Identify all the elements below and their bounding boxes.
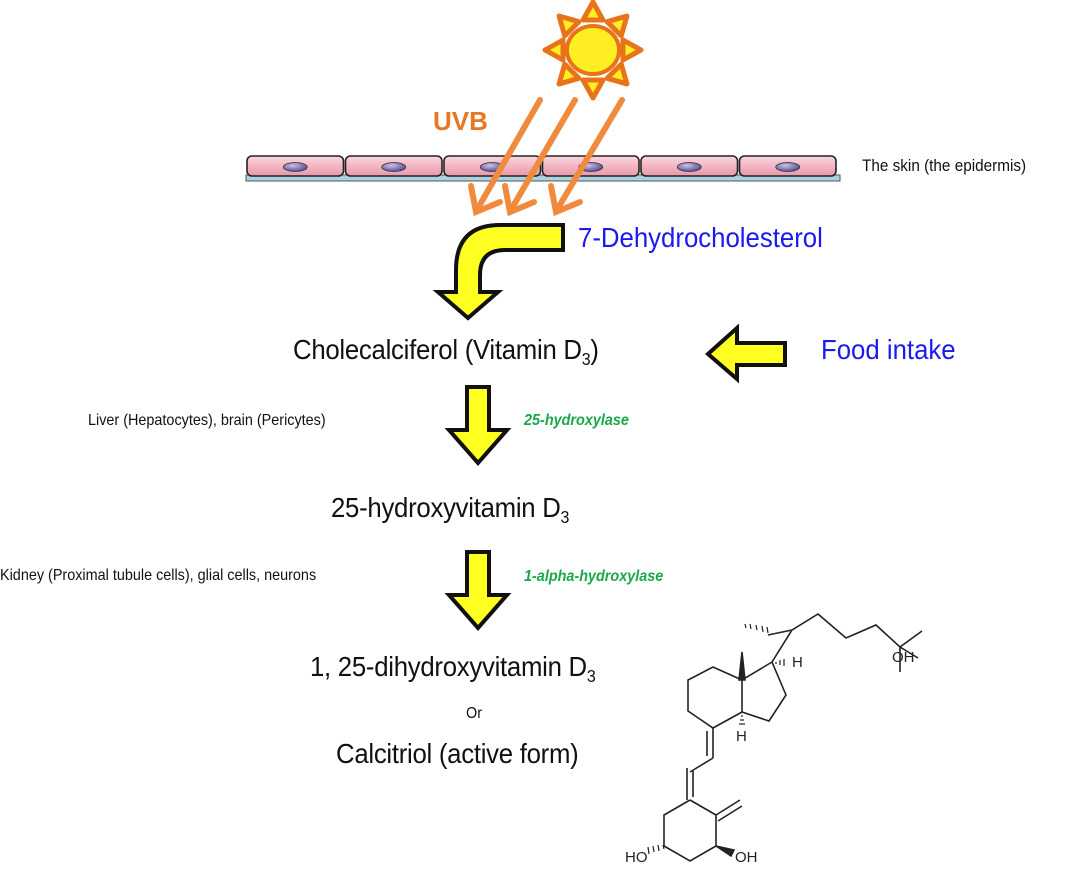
skin-label: The skin (the epidermis) (862, 156, 1027, 175)
step1-down-arrow (444, 385, 512, 467)
cell-nucleus (381, 162, 407, 172)
cell-nucleus (282, 162, 308, 172)
step2-location: Kidney (Proximal tubule cells), glial ce… (0, 567, 317, 584)
hydroxyvitamin-label: 25-hydroxyvitamin D3 (331, 492, 570, 528)
uv-ray-arrow-1 (468, 97, 543, 217)
cell-nucleus (676, 162, 702, 172)
or-label: Or (466, 705, 483, 722)
precursor-label: 7-Dehydrocholesterol (578, 222, 823, 253)
uv-ray-arrow-3 (548, 97, 625, 217)
step1-enzyme: 25-hydroxylase (524, 412, 629, 429)
step2-down-arrow (444, 550, 512, 632)
food-intake-arrow (704, 323, 787, 384)
calcitriol-structure (647, 613, 923, 862)
atom-oh-ring: OH (735, 849, 758, 866)
uv-ray-arrow-2 (502, 97, 578, 217)
uvb-rays (468, 97, 625, 217)
atom-h-top: H (792, 654, 803, 671)
cell-nucleus (775, 162, 801, 172)
sun-icon (542, 0, 644, 101)
curved-flow-arrow (432, 223, 565, 321)
calcitriol-label: Calcitriol (active form) (336, 738, 579, 769)
uvb-label: UVB (433, 106, 488, 136)
skin-layer (245, 155, 841, 182)
atom-h-bottom: H (736, 728, 747, 745)
cholecalciferol-label: Cholecalciferol (Vitamin D3) (293, 334, 599, 370)
food-intake-label: Food intake (821, 334, 956, 365)
atom-ho-ring: HO (625, 849, 648, 866)
dihydroxyvitamin-label: 1, 25-dihydroxyvitamin D3 (310, 651, 596, 687)
atom-oh-side-chain: OH (892, 649, 915, 666)
step2-enzyme: 1-alpha-hydroxylase (524, 568, 664, 585)
step1-location: Liver (Hepatocytes), brain (Pericytes) (88, 412, 326, 429)
